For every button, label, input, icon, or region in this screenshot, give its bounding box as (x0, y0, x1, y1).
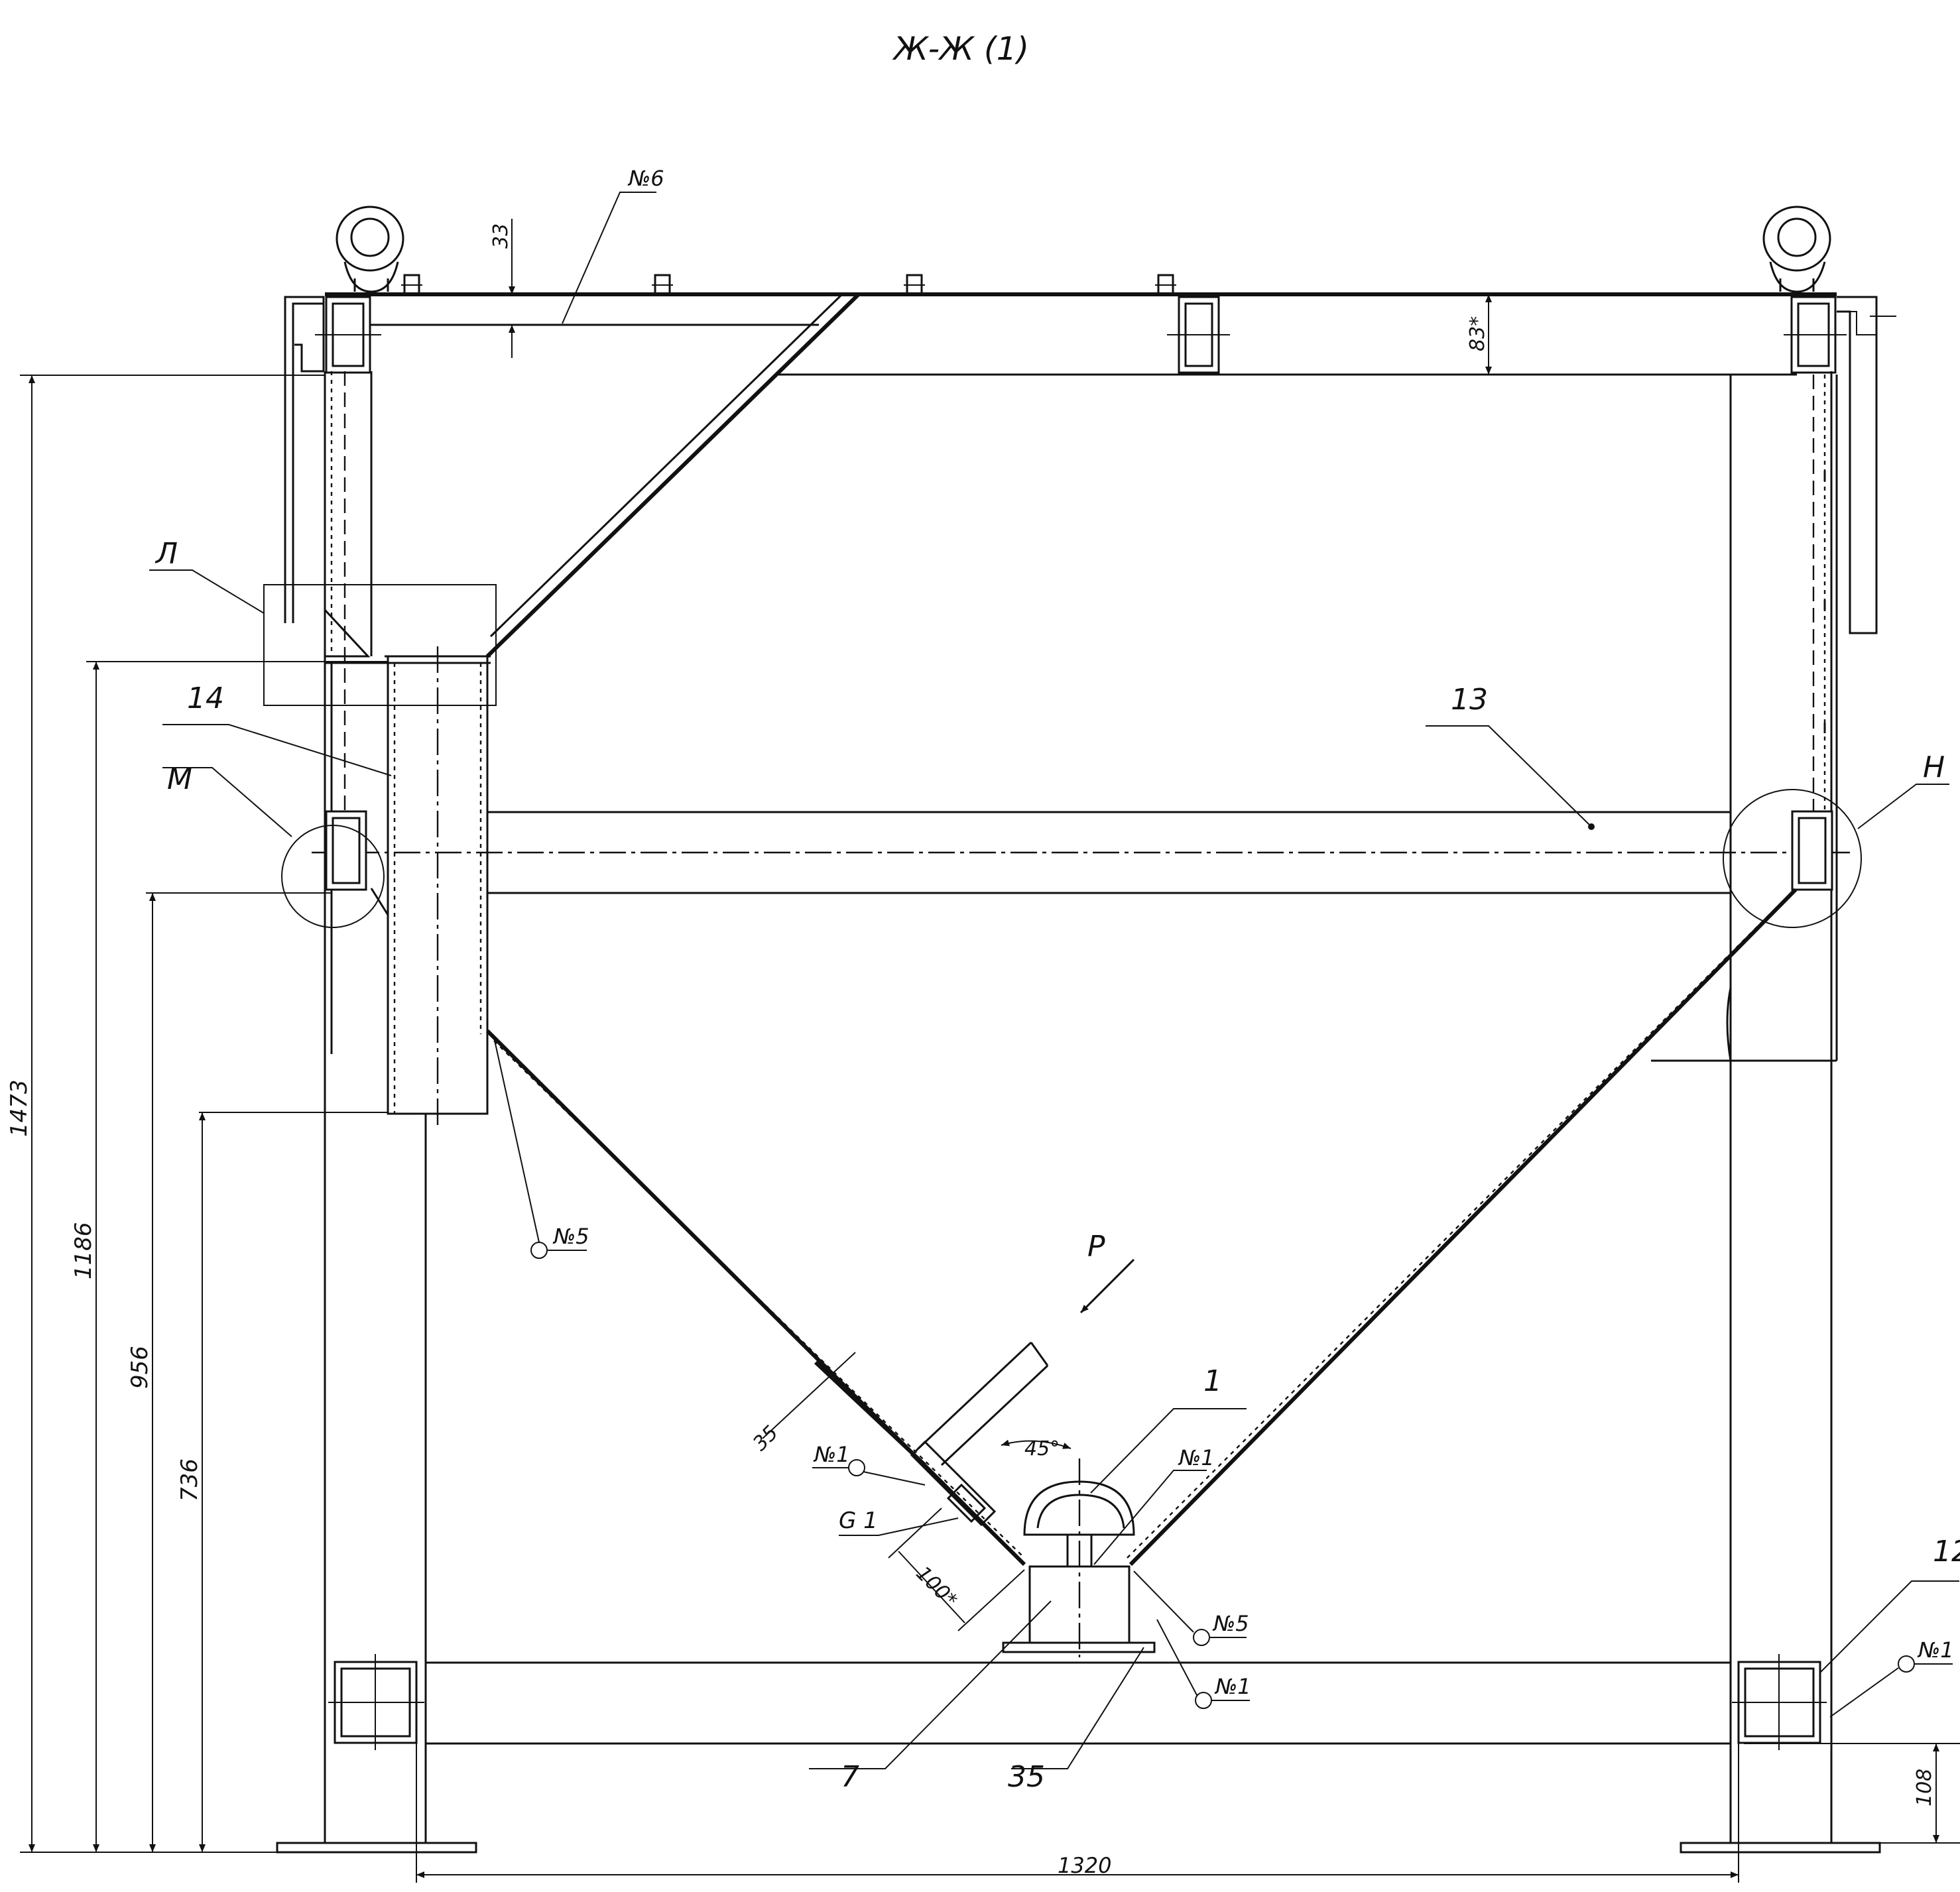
lifting-eye-left (336, 206, 404, 293)
position-leaders (162, 724, 1959, 1769)
dim-1473: 1473 (6, 1079, 32, 1137)
weld-mark-6: №6 (627, 166, 664, 191)
view-label-p: Р (1087, 1230, 1105, 1264)
position-12: 12 (1933, 1535, 1960, 1568)
weld-mark-1-nozzle: №1 (813, 1442, 850, 1467)
weld-mark-5-left: №5 (552, 1224, 589, 1249)
dim-736: 736 (176, 1458, 203, 1502)
position-35: 35 (1008, 1760, 1045, 1794)
middle-beam (312, 810, 1850, 894)
dimension-lines (20, 219, 1960, 1883)
top-bolts (401, 274, 1176, 295)
view-label-m: М (167, 762, 192, 796)
dim-35-diagonal: 35 (749, 1421, 783, 1456)
view-label-h: Н (1923, 750, 1945, 784)
weld-mark-1-cap: №1 (1178, 1445, 1215, 1470)
hopper-cone (485, 888, 1798, 1657)
bottom-frame (276, 1654, 1881, 1854)
dim-108: 108 (1913, 1769, 1936, 1806)
dim-1186: 1186 (70, 1222, 97, 1279)
position-14: 14 (187, 681, 224, 715)
detail-callouts (149, 569, 1949, 928)
view-label-l: Л (154, 537, 178, 571)
section-title: Ж-Ж (1) (892, 30, 1029, 68)
dim-83: 83* (1466, 316, 1489, 351)
dim-1320: 1320 (1058, 1853, 1111, 1878)
dim-100: 100* (911, 1562, 961, 1612)
top-frame (284, 206, 1896, 634)
position-1: 1 (1203, 1364, 1222, 1398)
position-13: 13 (1451, 683, 1488, 717)
lifting-eye-right (1762, 206, 1831, 293)
dim-33: 33 (489, 223, 513, 249)
weld-mark-1-base: №1 (1214, 1674, 1251, 1699)
view-arrow-p (1079, 1258, 1135, 1314)
weld-mark-5-right: №5 (1212, 1611, 1249, 1636)
hopper-upper (324, 292, 861, 1127)
position-7: 7 (841, 1760, 859, 1794)
weld-leaders (493, 192, 1953, 1718)
thread-label: G 1 (839, 1508, 878, 1534)
dim-45-deg: 45° (1024, 1437, 1060, 1460)
weld-mark-1-frame: №1 (1917, 1637, 1954, 1663)
dim-956: 956 (127, 1346, 153, 1389)
